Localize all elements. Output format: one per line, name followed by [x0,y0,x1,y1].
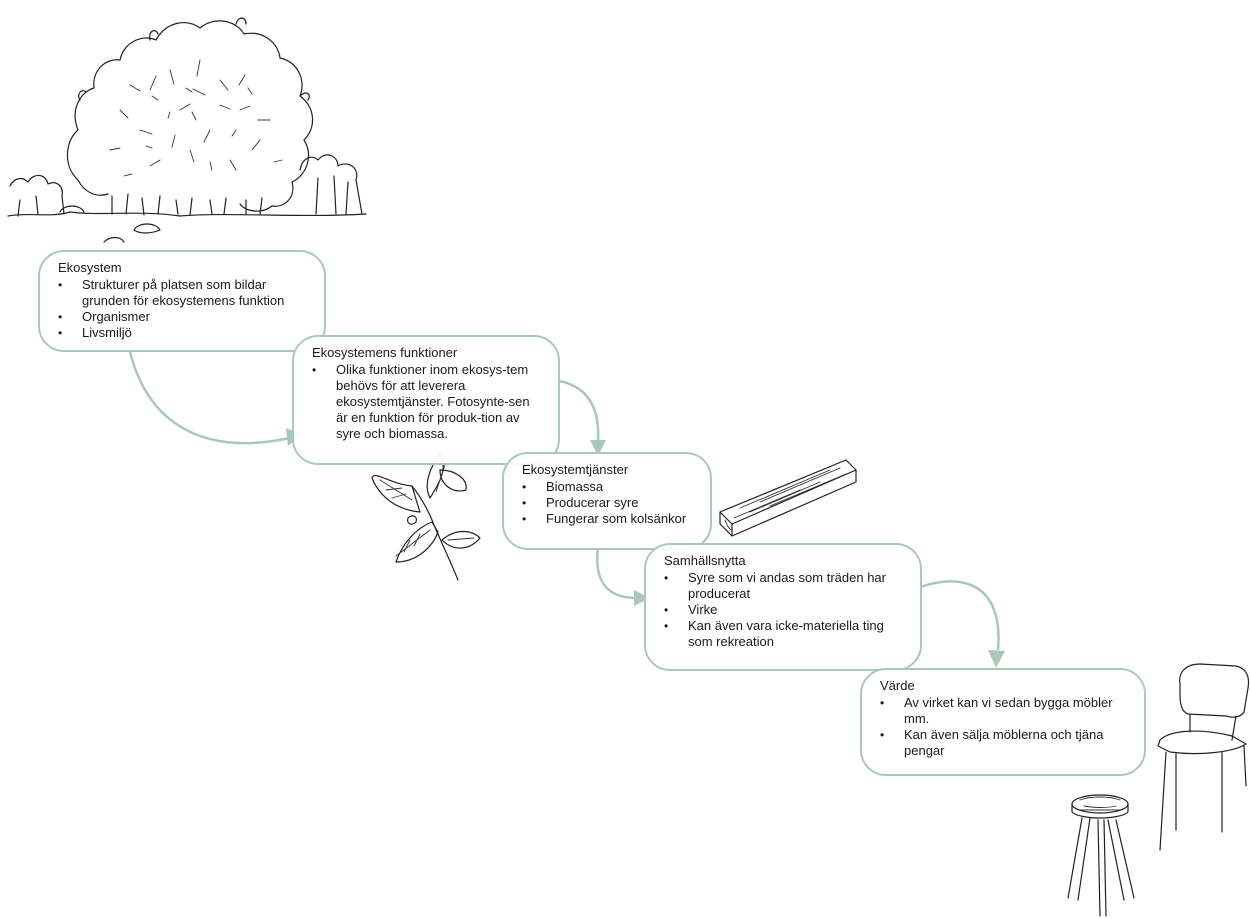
list-item: Av virket kan vi sedan bygga möbler mm. [880,695,1130,727]
box-samhallsnytta-title: Samhällsnytta [664,553,746,568]
flow-arrows [128,351,1005,668]
box-varde-title: Värde [880,678,915,693]
box-ekosystem-title: Ekosystem [58,260,122,275]
chair-illustration [1157,663,1250,851]
box-tjanster-title: Ekosystemtjänster [522,462,629,477]
box-funktioner-title: Ekosystemens funktioner [312,345,458,360]
leaf-branch-illustration [371,453,481,581]
arrow-ekosystem-to-funktioner [128,351,291,445]
box-ekosystemtjanster: Ekosystemtjänster Biomassa Producerar sy… [502,452,712,550]
tree-illustration [7,17,367,243]
list-item: Virke [664,602,906,618]
arrowhead-tjanster [590,440,606,456]
list-item: Fungerar som kolsänkor [522,511,696,527]
box-ekosystem-list: Strukturer på platsen som bildar grunden… [58,277,310,341]
list-item: Producerar syre [522,495,696,511]
box-funktioner-list: Olika funktioner inom ekosys-tem behövs … [312,362,544,442]
list-item: Olika funktioner inom ekosys-tem behövs … [312,362,544,442]
list-item: Syre som vi andas som träden har produce… [664,570,906,602]
box-samhallsnytta: Samhällsnytta Syre som vi andas som träd… [644,543,922,671]
box-varde: Värde Av virket kan vi sedan bygga möble… [860,668,1146,776]
list-item: Kan även vara icke-materiella ting som r… [664,618,906,650]
wood-plank-illustration [719,459,857,537]
box-ekosystem: Ekosystem Strukturer på platsen som bild… [38,250,326,352]
list-item: Strukturer på platsen som bildar grunden… [58,277,310,309]
list-item: Organismer [58,309,310,325]
arrow-samhallsnytta-to-varde [917,580,1000,651]
box-tjanster-list: Biomassa Producerar syre Fungerar som ko… [522,479,696,527]
arrowhead-samhallsnytta [634,590,650,606]
box-varde-list: Av virket kan vi sedan bygga möbler mm. … [880,695,1130,759]
arrow-tjanster-to-samhallsnytta [596,547,635,600]
stool-illustration [1067,794,1135,917]
list-item: Livsmiljö [58,325,310,341]
list-item: Kan även sälja möblerna och tjäna pengar [880,727,1130,759]
list-item: Biomassa [522,479,696,495]
arrowhead-varde [988,650,1005,668]
box-ekosystemens-funktioner: Ekosystemens funktioner Olika funktioner… [292,335,560,465]
box-samhallsnytta-list: Syre som vi andas som träden har produce… [664,570,906,650]
